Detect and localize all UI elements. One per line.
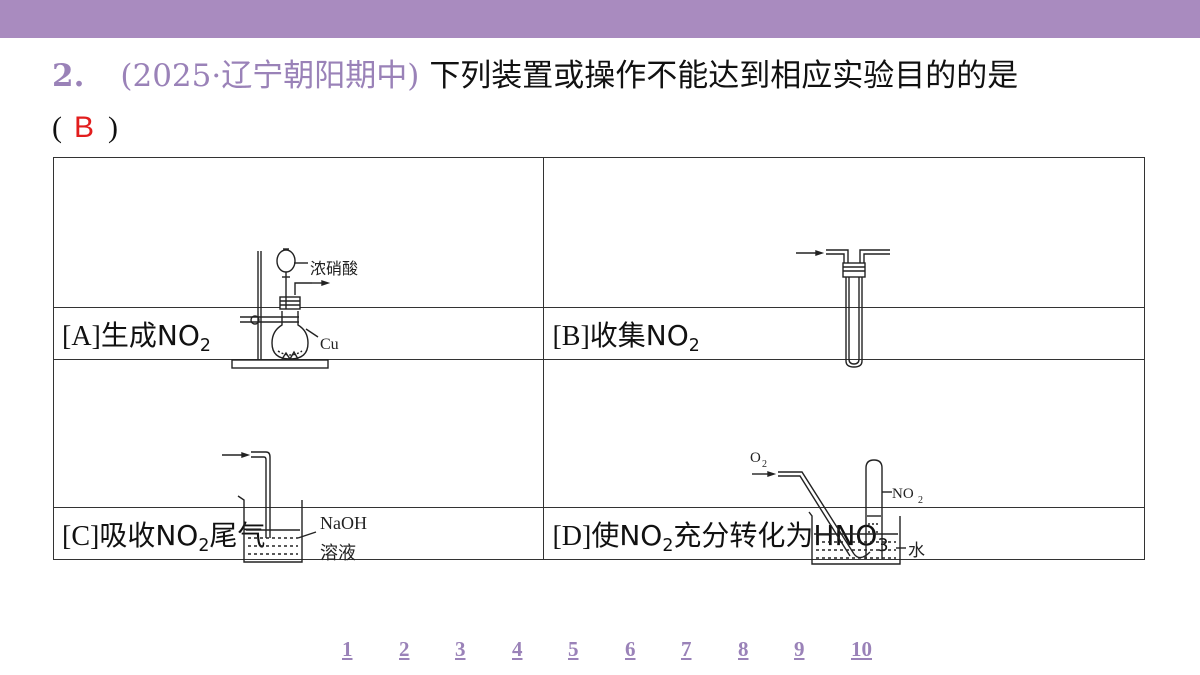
question-line: 2. (2025·辽宁朝阳期中)下列装置或操作不能达到相应实验目的的是 [52, 56, 1018, 96]
label-naoh: NaOH [320, 513, 367, 533]
answer-value: B [74, 111, 95, 144]
option-c-letter: [C] [62, 520, 100, 552]
options-table: 浓硝酸 Cu [52, 157, 1145, 565]
page-link-5[interactable]: 5 [568, 637, 579, 661]
option-b-caption: [B]收集NO2 [543, 307, 1145, 360]
option-a-figure: 浓硝酸 Cu [52, 157, 545, 369]
option-b-letter: [B] [552, 320, 590, 352]
page-link-2[interactable]: 2 [399, 637, 410, 661]
answer-paren-open: ( [52, 111, 62, 144]
page-link-3[interactable]: 3 [455, 637, 466, 661]
question-number: 2. [52, 58, 85, 94]
option-d-figure: O 2 NO 2 水 [543, 359, 1145, 565]
label-no2-sub: 2 [918, 495, 923, 506]
test-tube-collection-diagram [796, 248, 891, 368]
page-link-8[interactable]: 8 [738, 637, 749, 661]
option-c-caption: [C]吸收NO2尾气 [52, 507, 545, 560]
option-c-subscript: 2 [198, 535, 210, 556]
option-d-letter: [D] [552, 520, 592, 552]
label-solution: 溶液 [320, 543, 356, 564]
page-link-1[interactable]: 1 [342, 637, 353, 661]
pagination: 1 2 3 4 5 6 7 8 9 10 [342, 637, 891, 662]
option-a-letter: [A] [62, 320, 101, 352]
answer-line: ( B) [52, 112, 118, 144]
option-b-text: 收集NO [589, 318, 689, 352]
label-water: 水 [908, 541, 925, 561]
label-no2: NO [892, 486, 914, 502]
option-b-figure [543, 157, 1145, 368]
page-link-7[interactable]: 7 [681, 637, 692, 661]
label-conc-nitric-acid: 浓硝酸 [310, 259, 358, 278]
page-link-9[interactable]: 9 [794, 637, 805, 661]
absorption-beaker-diagram: NaOH 溶液 [222, 450, 367, 564]
option-a-subscript: 2 [199, 335, 211, 356]
page-link-6[interactable]: 6 [625, 637, 636, 661]
option-c-figure: NaOH 溶液 [52, 359, 545, 564]
answer-paren-close: ) [108, 111, 119, 144]
option-a-text: 生成NO [100, 318, 200, 352]
question-text: 下列装置或操作不能达到相应实验目的的是 [429, 58, 1019, 94]
label-o2: O [750, 450, 761, 466]
option-b-subscript: 2 [688, 335, 700, 356]
option-c-text: 吸收NO [99, 518, 199, 552]
page-link-10[interactable]: 10 [851, 637, 872, 661]
option-d-subscript: 2 [662, 535, 674, 556]
label-copper: Cu [320, 336, 339, 353]
page-link-4[interactable]: 4 [512, 637, 523, 661]
no2-conversion-diagram: O 2 NO 2 水 [750, 450, 925, 565]
question-source: (2025·辽宁朝阳期中) [120, 58, 420, 94]
label-o2-sub: 2 [762, 459, 767, 470]
option-d-text: 使NO [591, 518, 663, 552]
top-banner [0, 0, 1200, 38]
